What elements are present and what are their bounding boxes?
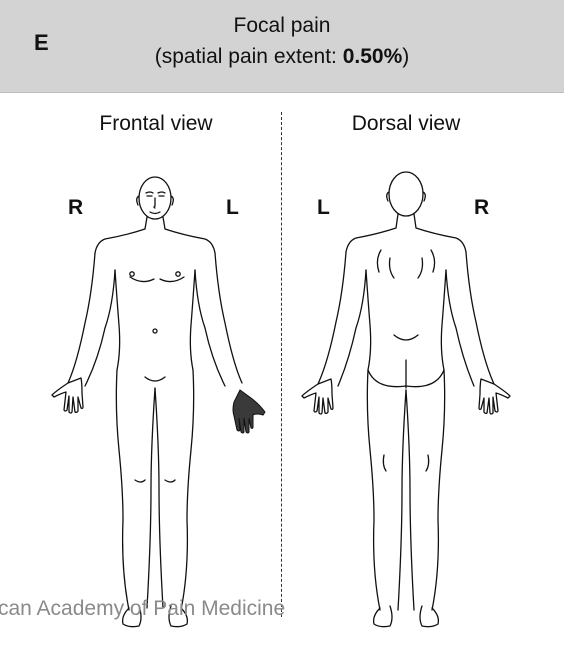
frontal-view-label: Frontal view — [56, 112, 256, 136]
dorsal-head — [389, 172, 423, 216]
subtitle-suffix: ) — [402, 45, 409, 68]
frontal-body-figure — [40, 150, 280, 630]
watermark-text: can Academy of Pain Medicine — [0, 597, 285, 621]
dorsal-body-figure — [286, 150, 526, 630]
view-divider — [281, 112, 282, 617]
subtitle-prefix: (spatial pain extent: — [155, 45, 343, 68]
pain-region-left-hand — [233, 390, 265, 433]
figure-header: E Focal pain (spatial pain extent: 0.50%… — [0, 0, 564, 93]
dorsal-view-label: Dorsal view — [306, 112, 506, 136]
figure-title: Focal pain — [0, 14, 564, 38]
spatial-extent-value: 0.50% — [343, 45, 403, 68]
figure-subtitle: (spatial pain extent: 0.50%) — [0, 45, 564, 69]
